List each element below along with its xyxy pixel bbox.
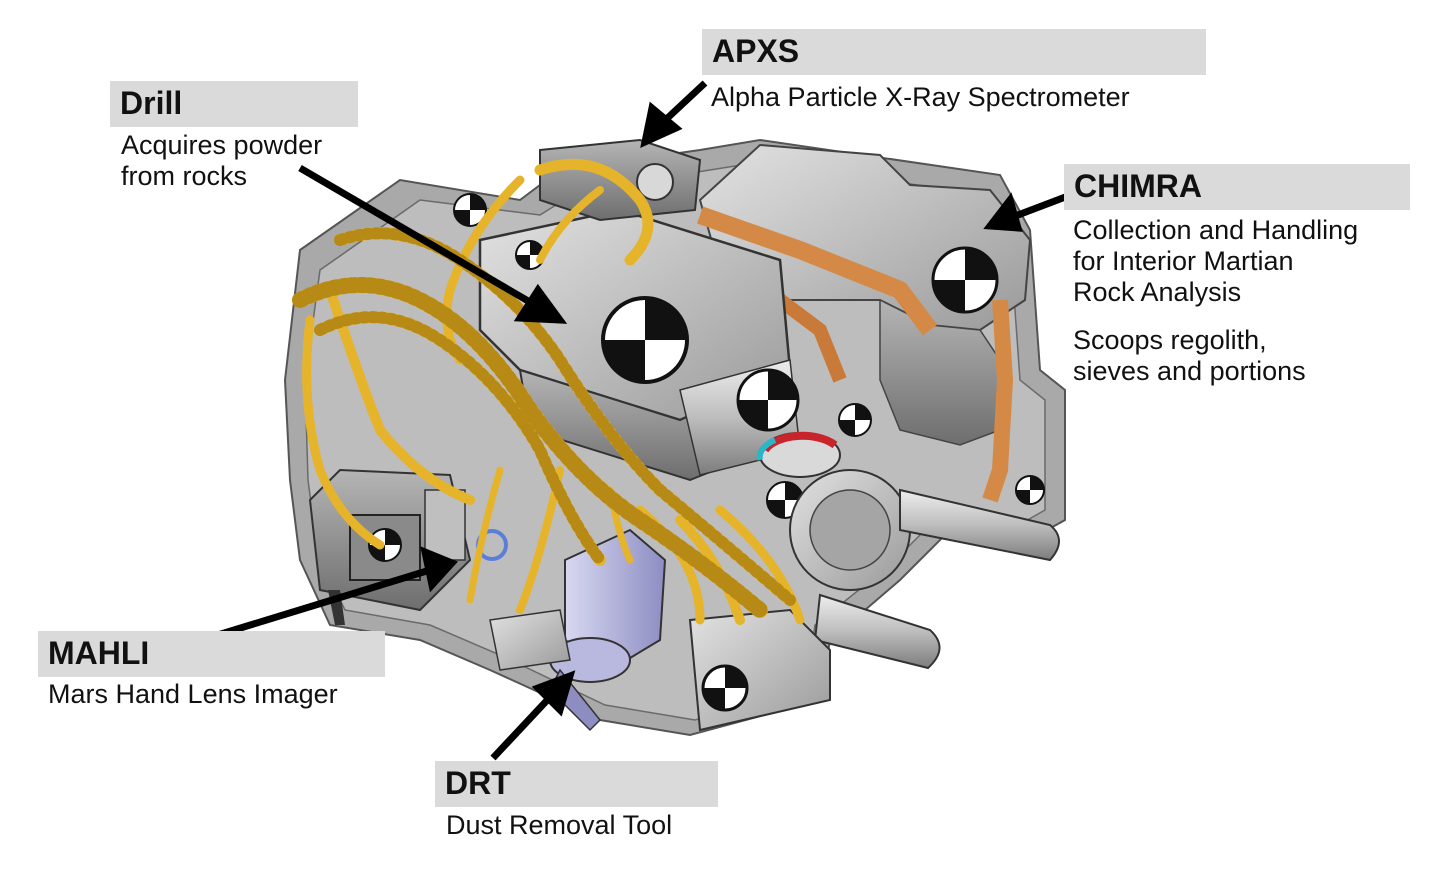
chimra-title: CHIMRA	[1064, 164, 1410, 210]
drill-housing	[478, 208, 801, 482]
apxs-arrow	[640, 80, 708, 149]
rotary-assembly	[756, 431, 911, 591]
copper-straps	[697, 206, 1014, 503]
mahli-description: Mars Hand Lens Imager	[48, 679, 338, 709]
drt-arrow	[490, 670, 576, 761]
mahli-title: MAHLI	[38, 631, 385, 677]
chimra-description: Collection and Handling for Interior Mar…	[1073, 215, 1359, 307]
drt-description: Dust Removal Tool	[446, 810, 673, 840]
apxs-title: APXS	[702, 29, 1206, 75]
apxs-description: Alpha Particle X-Ray Spectrometer	[711, 82, 1130, 112]
lower-bracket	[489, 608, 831, 732]
drill-arrow	[298, 164, 568, 324]
chimra-function: Scoops regolith, sieves and portions	[1073, 325, 1306, 386]
chimra-arrow	[983, 192, 1070, 232]
drill-title: Drill	[110, 81, 358, 127]
contact-sensor-probes	[813, 488, 1060, 670]
drill-description: Acquires powder from rocks	[121, 130, 323, 191]
drt-title: DRT	[435, 761, 718, 807]
